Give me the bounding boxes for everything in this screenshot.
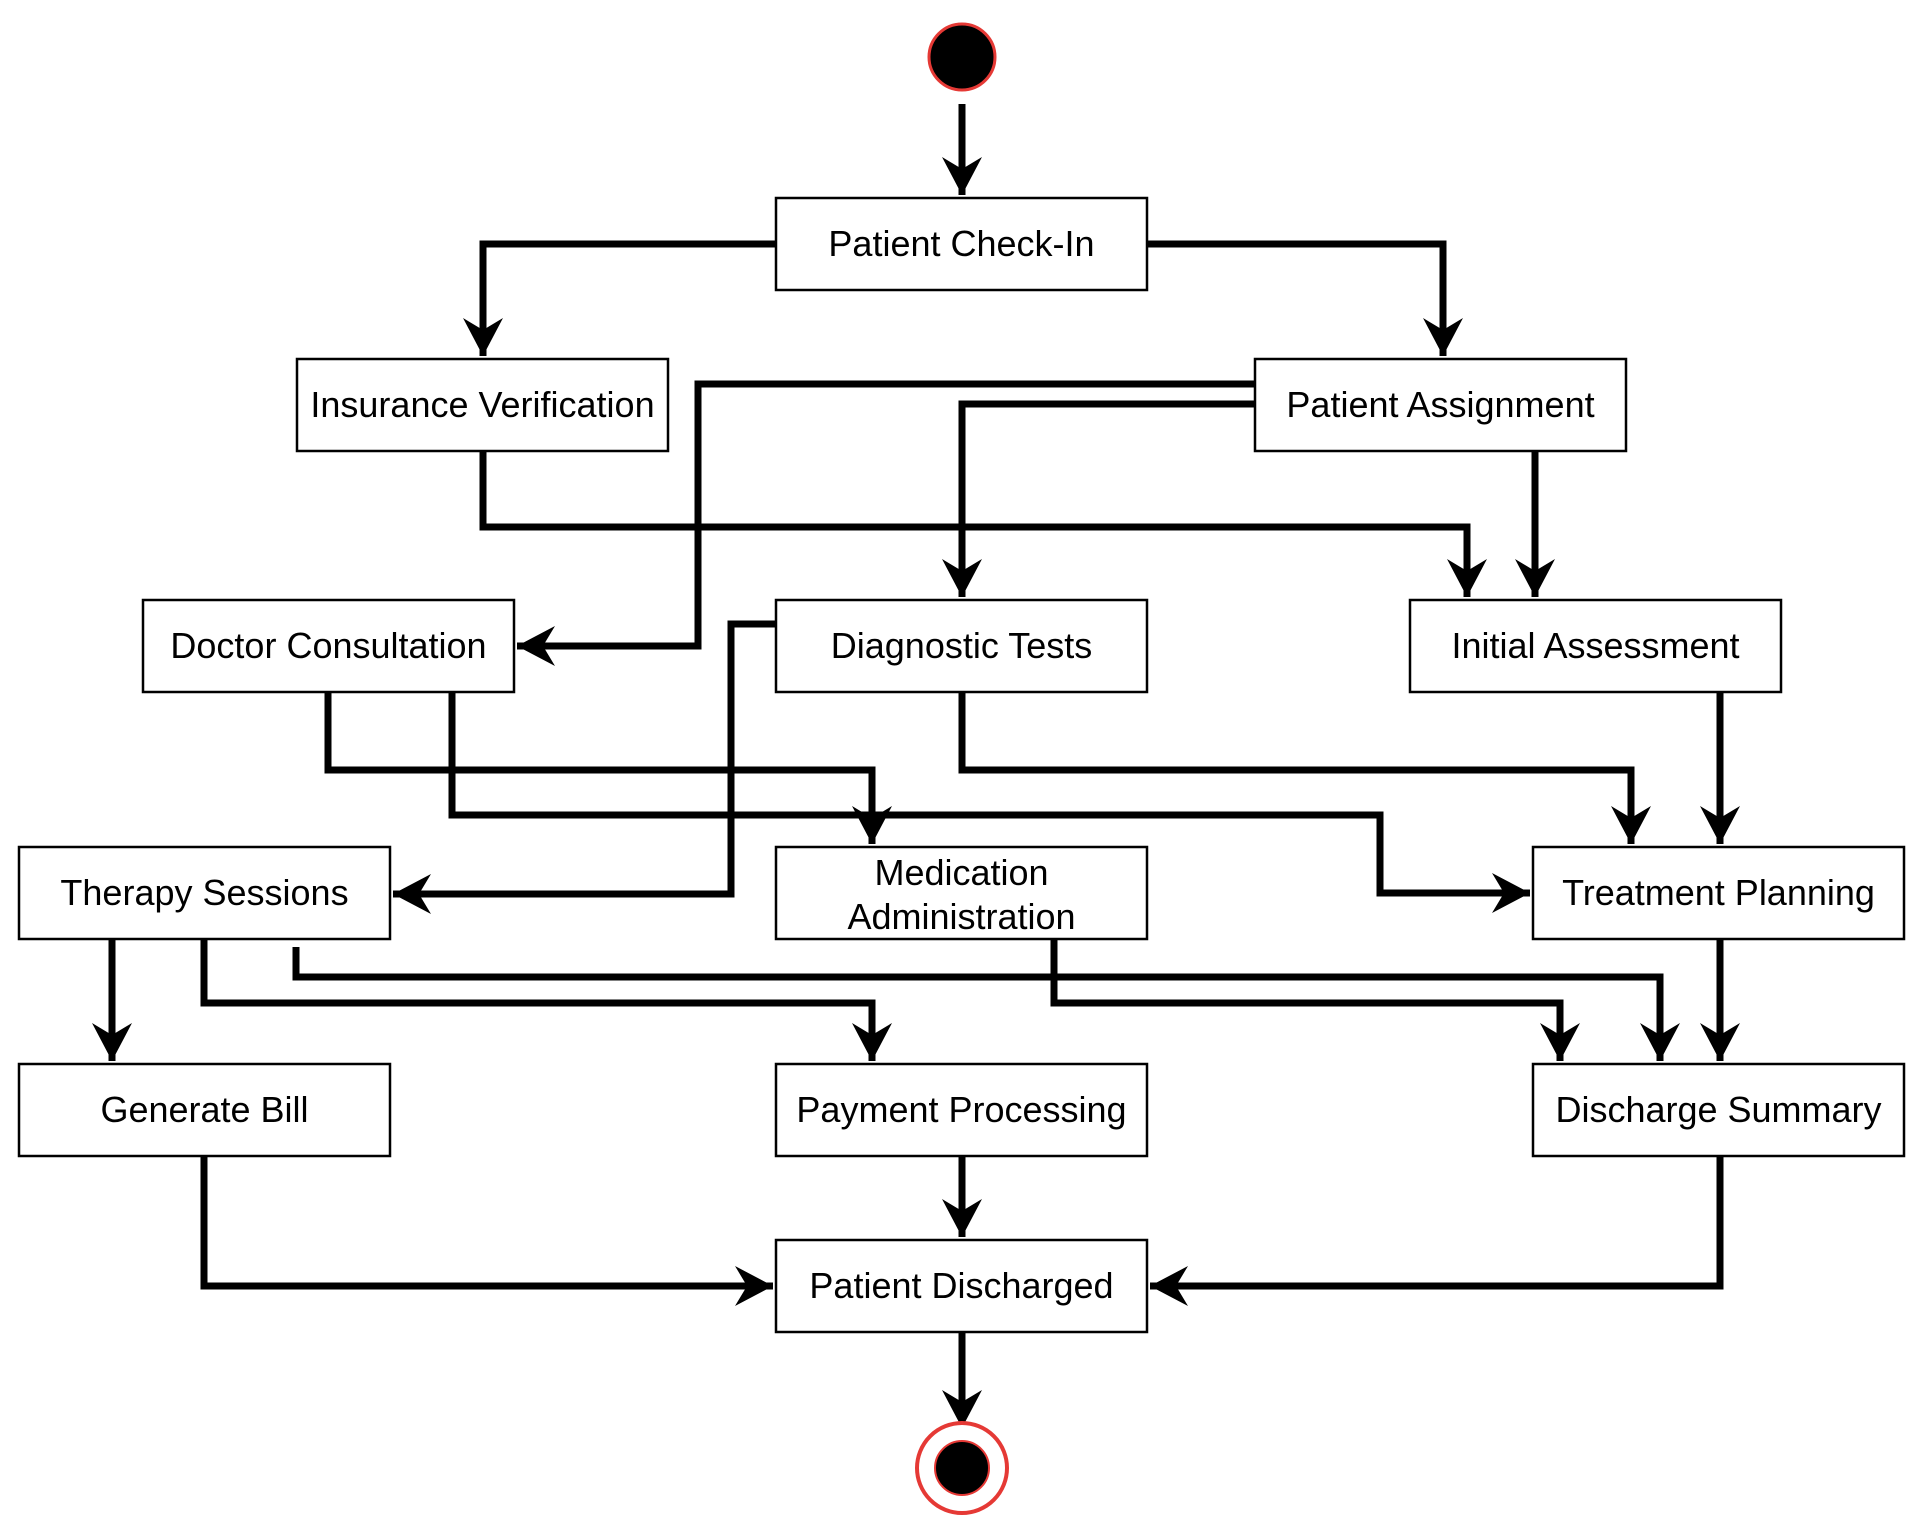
- edge-insurance-to-initial: [479, 451, 1487, 597]
- node-label: Payment Processing: [796, 1089, 1126, 1130]
- edge-diagnostic-to-treatment: [958, 692, 1651, 844]
- node-doctor: Doctor Consultation: [141, 598, 516, 694]
- node-box: [774, 598, 1149, 694]
- node-label: Generate Bill: [100, 1089, 308, 1130]
- node-initial: Initial Assessment: [1408, 598, 1783, 694]
- node-box: [17, 845, 392, 941]
- node-box: [774, 196, 1149, 292]
- node-label: Patient Check-In: [828, 223, 1094, 264]
- edge-therapy-to-discharge-summary: [292, 947, 1680, 1061]
- node-box: [1408, 598, 1783, 694]
- start-node: [927, 22, 997, 92]
- node-bill: Generate Bill: [17, 1062, 392, 1158]
- node-label: Discharge Summary: [1555, 1089, 1881, 1130]
- edge-diagnostic-to-therapy: [393, 620, 776, 914]
- node-box: [17, 1062, 392, 1158]
- node-box: [774, 1238, 1149, 1334]
- node-payment: Payment Processing: [774, 1062, 1149, 1158]
- end-node-dot: [934, 1440, 990, 1496]
- node-box: [1531, 845, 1906, 941]
- node-treatment: Treatment Planning: [1531, 845, 1906, 941]
- node-discharge-summary: Discharge Summary: [1531, 1062, 1906, 1158]
- node-label: Diagnostic Tests: [831, 625, 1092, 666]
- edge-discharge-summary-to-discharged: [1150, 1156, 1724, 1306]
- node-label: Patient Discharged: [809, 1265, 1113, 1306]
- node-insurance: Insurance Verification: [295, 357, 670, 453]
- edge-doctor-to-medication: [324, 692, 892, 844]
- edge-bill-to-discharged: [200, 1156, 773, 1306]
- node-label: Treatment Planning: [1562, 872, 1875, 913]
- node-diagnostic: Diagnostic Tests: [774, 598, 1149, 694]
- edge-assignment-to-diagnostic: [942, 400, 1255, 597]
- node-therapy: Therapy Sessions: [17, 845, 392, 941]
- node-box: [774, 845, 1149, 941]
- edge-assignment-to-doctor: [517, 380, 1255, 666]
- node-label: Therapy Sessions: [60, 872, 348, 913]
- node-label: Doctor Consultation: [170, 625, 486, 666]
- edge-doctor-to-treatment: [448, 692, 1530, 913]
- node-discharged: Patient Discharged: [774, 1238, 1149, 1334]
- edge-check-in-to-insurance: [463, 240, 778, 356]
- node-label: Insurance Verification: [310, 384, 654, 425]
- node-label: Initial Assessment: [1451, 625, 1739, 666]
- node-box: [1253, 357, 1628, 453]
- edge-therapy-to-payment: [200, 939, 892, 1061]
- node-box: [1531, 1062, 1906, 1158]
- node-box: [141, 598, 516, 694]
- edge-medication-to-discharge-summary: [1050, 939, 1580, 1061]
- terminals-layer: [915, 22, 1009, 1515]
- node-box: [774, 1062, 1149, 1158]
- end-node: [915, 1421, 1009, 1515]
- node-check-in: Patient Check-In: [774, 196, 1149, 292]
- edge-check-in-to-assignment: [1147, 240, 1463, 356]
- node-box: [295, 357, 670, 453]
- edges-layer: [92, 104, 1740, 1428]
- node-label: Patient Assignment: [1286, 384, 1594, 425]
- node-assignment: Patient Assignment: [1253, 357, 1628, 453]
